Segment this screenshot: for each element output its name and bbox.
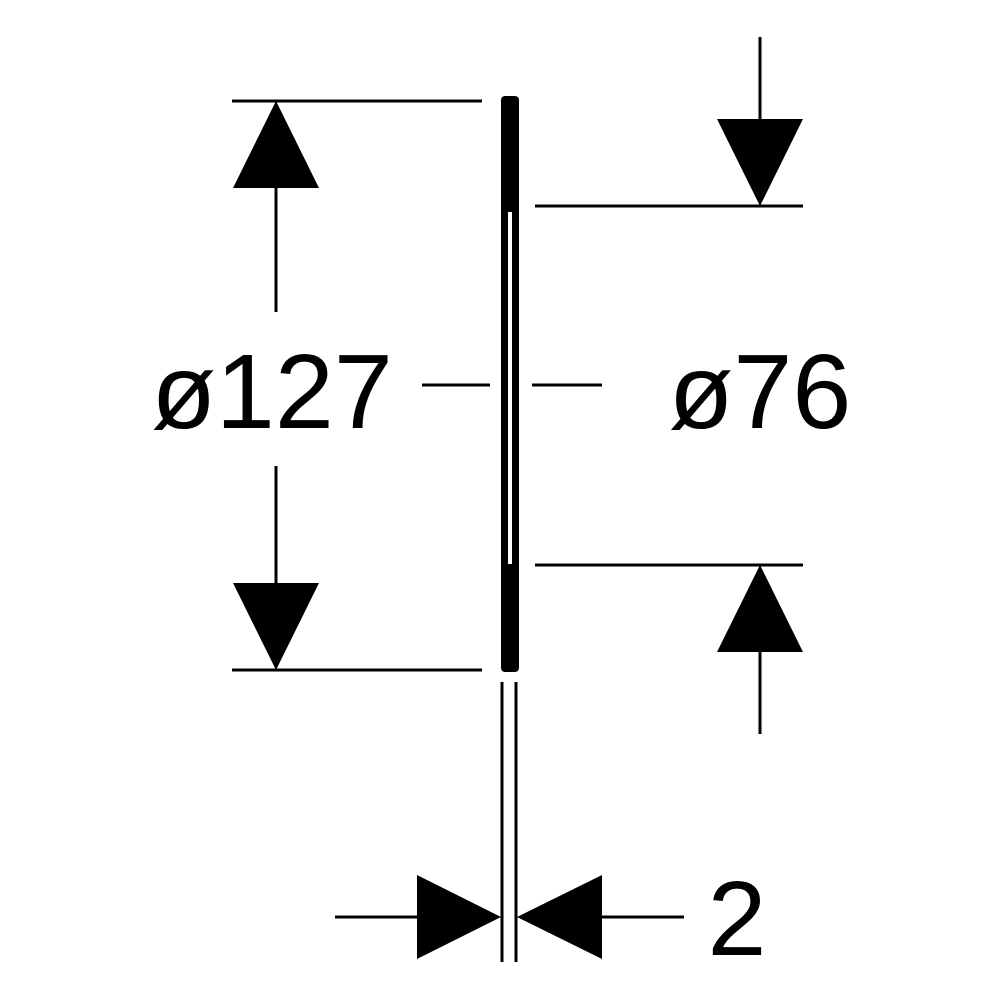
outer-diameter-dimension: ø127 [151,99,482,672]
part-side-view [501,96,519,672]
inner-arrow-up-icon [717,565,803,652]
inner-arrow-down-icon [717,119,803,206]
outer-arrow-up-icon [233,101,319,188]
inner-diameter-label: ø76 [669,333,852,451]
thickness-arrow-right-icon [417,875,501,959]
part-inner-bore-line [508,212,512,564]
thickness-dimension: 2 [335,682,766,978]
outer-arrow-down-icon [233,583,319,670]
outer-diameter-label: ø127 [151,333,393,451]
inner-diameter-dimension: ø76 [535,37,851,734]
thickness-label: 2 [708,860,767,978]
thickness-arrow-left-icon [517,875,602,959]
